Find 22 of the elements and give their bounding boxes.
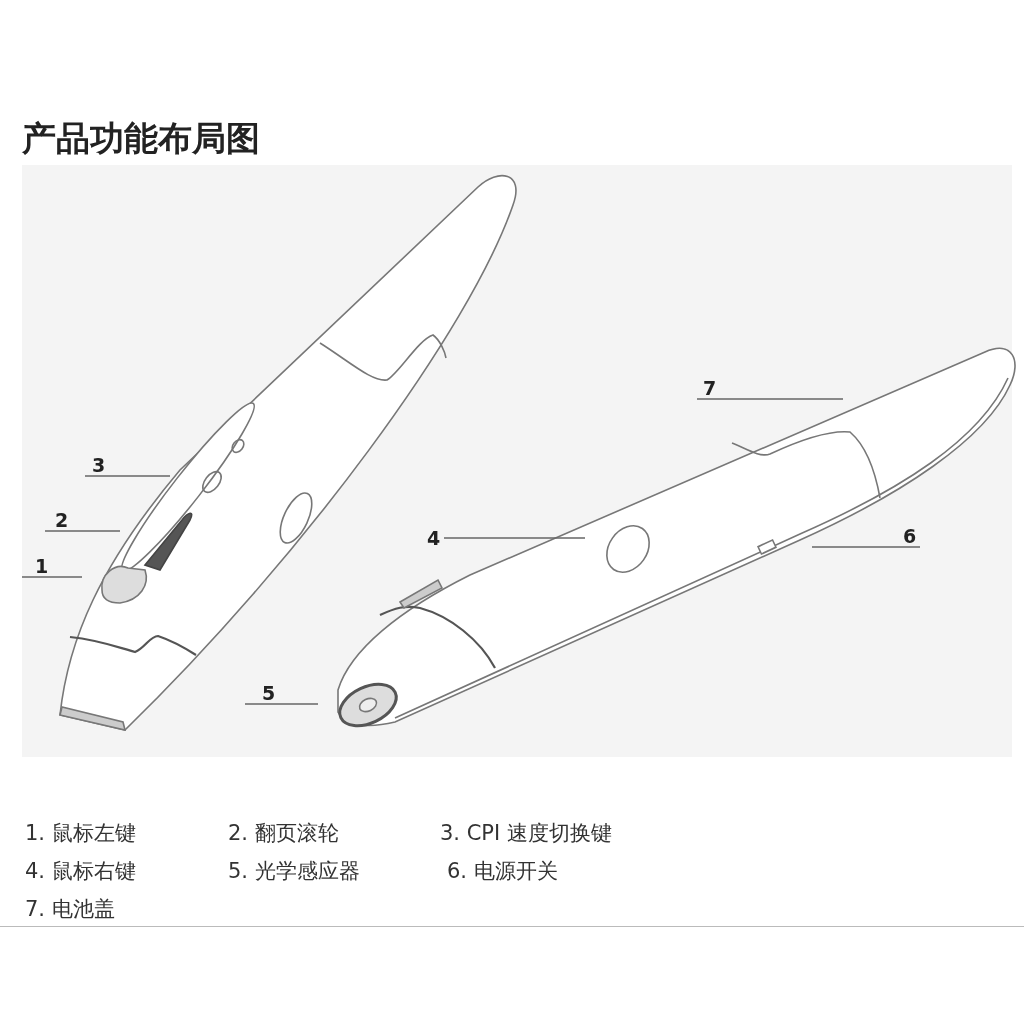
legend-text: 3. CPI 速度切换键: [440, 820, 612, 846]
leader-line: [21, 576, 83, 578]
legend-text: 6. 电源开关: [447, 858, 558, 884]
callout-number: 2: [55, 510, 69, 530]
leader-line: [44, 530, 121, 532]
leader-line: [696, 398, 844, 400]
callout-number: 4: [427, 528, 441, 548]
leader-line: [84, 475, 171, 477]
legend-text: 2. 翻页滚轮: [228, 820, 339, 846]
callout-number: 1: [35, 556, 49, 576]
legend-text: 4. 鼠标右键: [25, 858, 136, 884]
callout-number: 6: [903, 526, 917, 546]
callout-number: 7: [703, 378, 717, 398]
callout-number: 3: [92, 455, 106, 475]
diagram-title: 产品功能布局图: [22, 117, 260, 160]
legend-text: 7. 电池盖: [25, 896, 115, 922]
leader-line: [811, 546, 921, 548]
legend-text: 1. 鼠标左键: [25, 820, 136, 846]
callout-number: 5: [262, 683, 276, 703]
leader-line: [443, 537, 586, 539]
leader-line: [244, 703, 319, 705]
legend-text: 5. 光学感应器: [228, 858, 360, 884]
